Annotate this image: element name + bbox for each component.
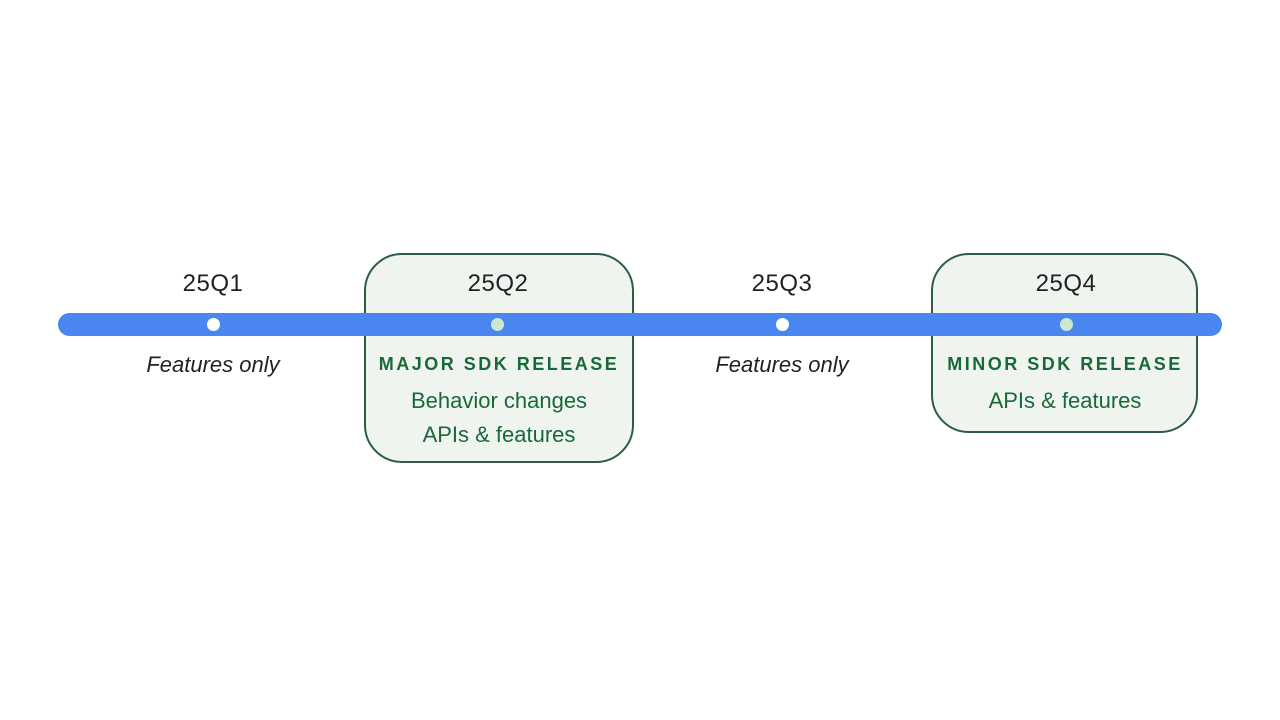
timeline-dot-25q4 <box>1060 318 1073 331</box>
quarter-label-25q4: 25Q4 <box>1035 270 1097 297</box>
timeline-bar <box>58 313 1222 336</box>
heading-major-sdk-release: MAJOR SDK RELEASE <box>378 354 620 374</box>
line-apis-features-25q2: APIs & features <box>422 422 576 447</box>
line-apis-features-25q4: APIs & features <box>988 388 1142 413</box>
sdk-release-box-25q2 <box>364 253 634 463</box>
timeline-dot-25q3 <box>776 318 789 331</box>
line-behavior-changes: Behavior changes <box>410 388 588 413</box>
heading-minor-sdk-release: MINOR SDK RELEASE <box>947 354 1183 374</box>
note-features-only-25q1: Features only <box>146 352 280 377</box>
quarter-label-25q1: 25Q1 <box>182 270 244 297</box>
note-features-only-25q3: Features only <box>715 352 849 377</box>
timeline-dot-25q1 <box>207 318 220 331</box>
quarter-label-25q2: 25Q2 <box>467 270 529 297</box>
quarter-label-25q3: 25Q3 <box>751 270 813 297</box>
sdk-release-box-25q4 <box>931 253 1198 433</box>
timeline-dot-25q2 <box>491 318 504 331</box>
